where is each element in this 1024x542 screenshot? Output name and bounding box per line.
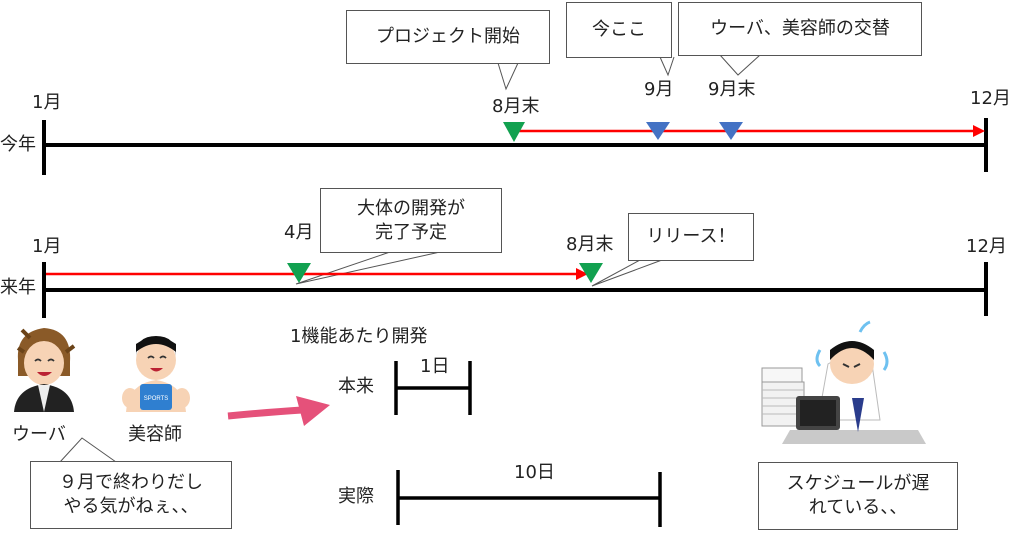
callout-tail-release xyxy=(591,259,663,287)
actual-duration-bar xyxy=(396,470,662,527)
planned-duration-label: 1日 xyxy=(420,356,450,377)
this-year-end-label: 12月 xyxy=(970,88,1011,109)
progress-arrow-this-year xyxy=(512,125,985,137)
marker-blue-now xyxy=(646,122,670,140)
overworked-worker-illustration xyxy=(761,320,926,444)
timeline-this-year xyxy=(42,118,988,175)
marker-label-dev-complete: 4月 xyxy=(284,222,314,243)
next-year-row-label: 来年 xyxy=(0,277,36,298)
callout-now: 今ここ xyxy=(566,2,672,58)
callout-dev-complete: 大体の開発が 完了予定 xyxy=(320,188,502,253)
callout-tail-dev-complete xyxy=(295,251,441,285)
marker-label-release: 8月末 xyxy=(566,234,614,255)
marker-label-project-start: 8月末 xyxy=(492,96,540,117)
callout-complaint: ９月で終わりだし やる気がねぇ、、 xyxy=(30,461,232,529)
progress-arrow-next-year xyxy=(46,268,588,280)
planned-label: 本来 xyxy=(338,376,374,397)
per-feature-title: 1機能あたり開発 xyxy=(290,326,428,347)
callout-swap: ウーバ、美容師の交替 xyxy=(678,2,922,56)
person-label-uba: ウーバ xyxy=(12,424,66,445)
timeline-next-year xyxy=(42,262,988,318)
marker-label-swap: 9月末 xyxy=(708,79,756,100)
milestone-green-project-start xyxy=(503,122,525,142)
this-year-row-label: 今年 xyxy=(0,134,36,155)
uber-driver-illustration xyxy=(14,328,76,412)
callout-tail-now xyxy=(659,56,675,77)
callout-tail-project-start xyxy=(497,62,519,91)
pink-arrow xyxy=(227,396,330,426)
actual-label: 実際 xyxy=(338,486,374,507)
this-year-start-label: 1月 xyxy=(32,92,62,113)
milestone-green-dev-complete xyxy=(287,263,311,283)
callout-schedule-delay: スケジュールが遅 れている、、 xyxy=(758,462,958,530)
callout-tail-swap xyxy=(719,54,761,76)
sports-shirt-text: SPORTS xyxy=(144,396,169,402)
callout-release: リリース！ xyxy=(628,213,754,261)
planned-duration-bar xyxy=(394,361,472,415)
stylist-illustration: SPORTS xyxy=(122,336,190,412)
milestone-green-release xyxy=(579,263,603,283)
person-label-stylist: 美容師 xyxy=(128,424,182,445)
next-year-end-label: 12月 xyxy=(966,236,1007,257)
actual-duration-label: 10日 xyxy=(514,462,555,483)
marker-label-now: 9月 xyxy=(644,79,674,100)
callout-project-start: プロジェクト開始 xyxy=(346,10,550,64)
marker-blue-swap xyxy=(719,122,743,140)
callout-tail-complaint xyxy=(59,437,117,463)
next-year-start-label: 1月 xyxy=(32,236,62,257)
